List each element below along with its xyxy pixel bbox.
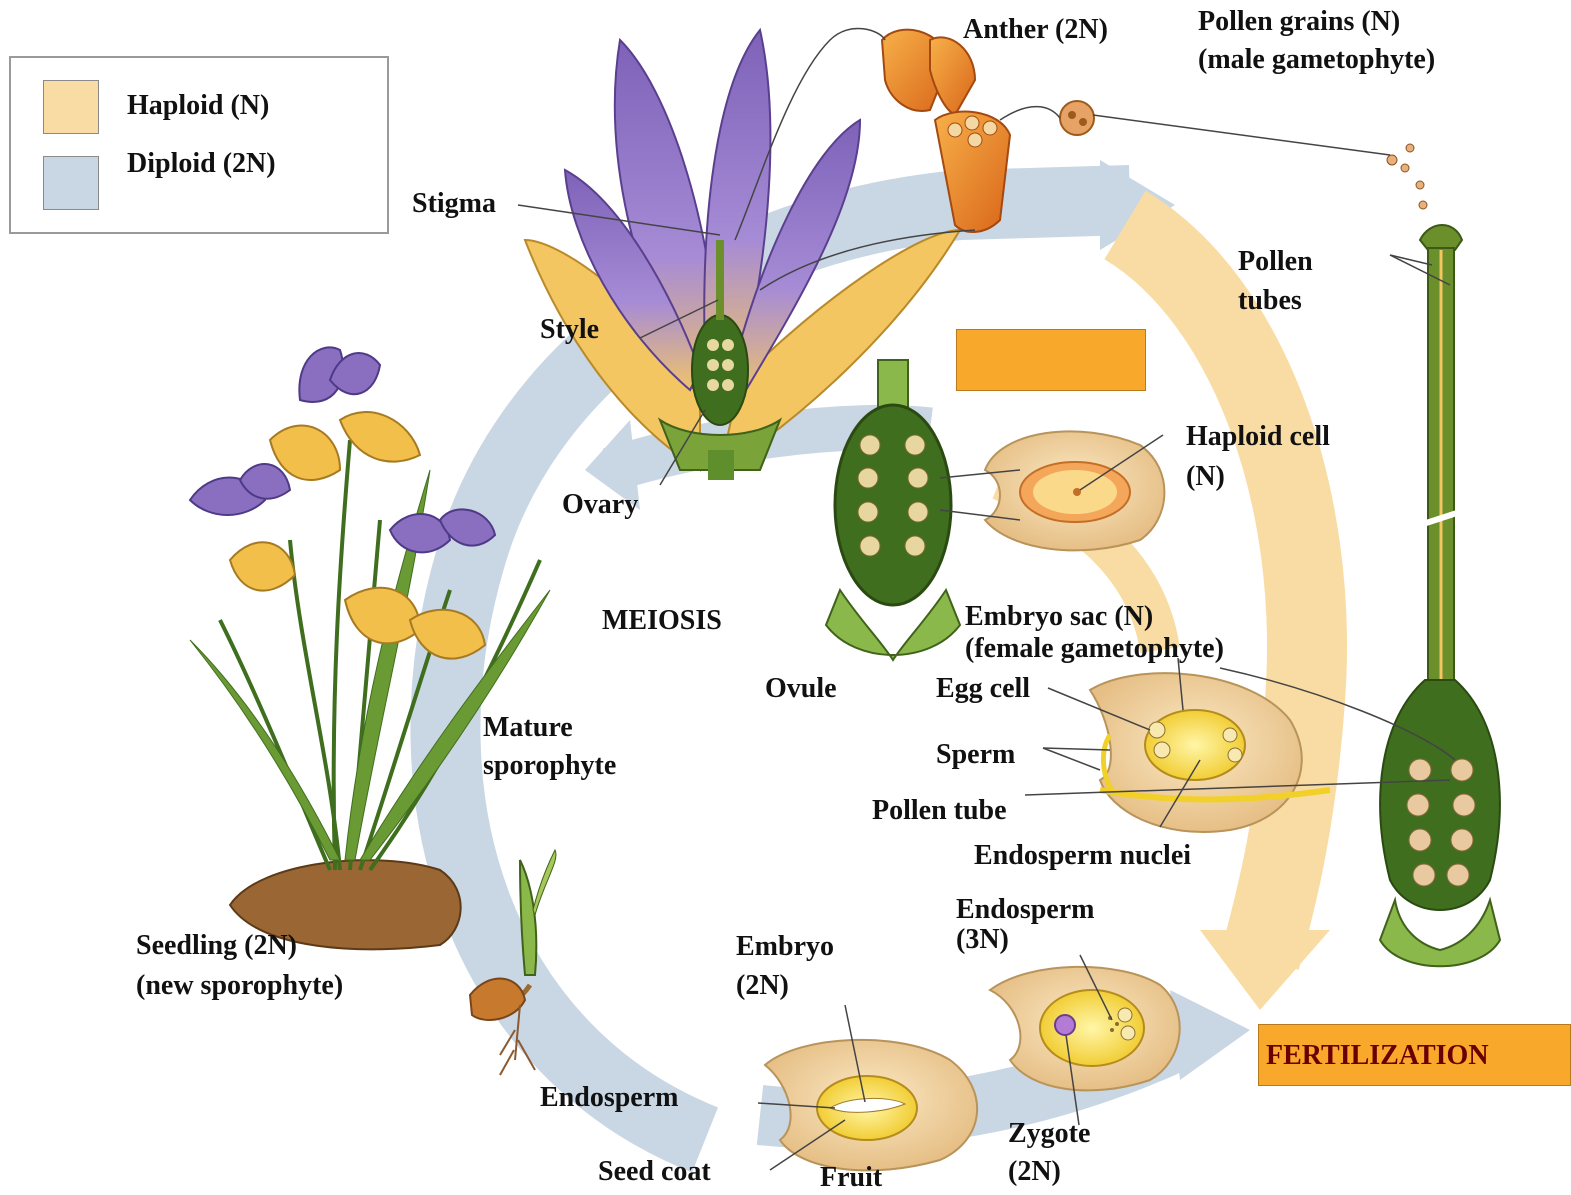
fertilization-label: FERTILIZATION xyxy=(1266,1040,1489,1072)
ovule-haploid-cell xyxy=(985,431,1164,550)
legend-diploid-label: Diploid (2N) xyxy=(127,148,276,180)
seedling-label-2: (new sporophyte) xyxy=(136,970,343,1002)
haploid-swatch xyxy=(43,80,99,134)
embryo-label-1: Embryo xyxy=(736,931,834,963)
legend: Haploid (N) Diploid (2N) xyxy=(9,56,389,234)
anther-label: Anther (2N) xyxy=(963,14,1108,46)
mature-sporophyte-label-1: Mature xyxy=(483,712,573,744)
ovule-label: Ovule xyxy=(765,673,837,705)
zygote-label-1: Zygote xyxy=(1008,1118,1090,1150)
scattered-pollen xyxy=(1387,144,1427,209)
seed-coat-label: Seed coat xyxy=(598,1156,711,1188)
blank-label-box xyxy=(956,329,1146,391)
pistil-with-pollen-tubes xyxy=(1380,225,1500,966)
endosperm-nuclei-label: Endosperm nuclei xyxy=(974,840,1191,872)
pollen-tubes-label-2: tubes xyxy=(1238,285,1302,317)
embryo-label-2: (2N) xyxy=(736,970,789,1002)
egg-cell-label: Egg cell xyxy=(936,673,1030,705)
ovary-in-flower xyxy=(692,315,748,425)
haploid-cell-label-1: Haploid cell xyxy=(1186,421,1330,453)
ovary-label: Ovary xyxy=(562,489,638,521)
pollen-grains-label-1: Pollen grains (N) xyxy=(1198,6,1400,38)
seedling-label-1: Seedling (2N) xyxy=(136,930,297,962)
zygote-label-2: (2N) xyxy=(1008,1156,1061,1188)
pollen-tube-label: Pollen tube xyxy=(872,795,1007,827)
style-label: Style xyxy=(540,314,599,346)
pollen-grain xyxy=(1060,101,1094,135)
endosperm-label: Endosperm xyxy=(540,1082,678,1114)
pollen-tubes-label-1: Pollen xyxy=(1238,246,1313,278)
meiosis-label: MEIOSIS xyxy=(602,605,722,637)
haploid-cell-label-2: (N) xyxy=(1186,461,1225,493)
embryo-sac-label-2: (female gametophyte) xyxy=(965,633,1224,665)
endosperm-3n-label-2: (3N) xyxy=(956,924,1009,956)
ovary-with-ovules xyxy=(826,360,960,660)
mature-sporophyte-label-2: sporophyte xyxy=(483,750,616,782)
legend-haploid-label: Haploid (N) xyxy=(127,90,269,122)
embryo-sac-label-1: Embryo sac (N) xyxy=(965,601,1153,633)
stigma-label: Stigma xyxy=(412,188,496,220)
diploid-swatch xyxy=(43,156,99,210)
fruit-label: Fruit xyxy=(820,1162,882,1194)
sperm-label: Sperm xyxy=(936,739,1015,771)
endosperm-3n-label-1: Endosperm xyxy=(956,894,1094,926)
pollen-grains-label-2: (male gametophyte) xyxy=(1198,44,1435,76)
